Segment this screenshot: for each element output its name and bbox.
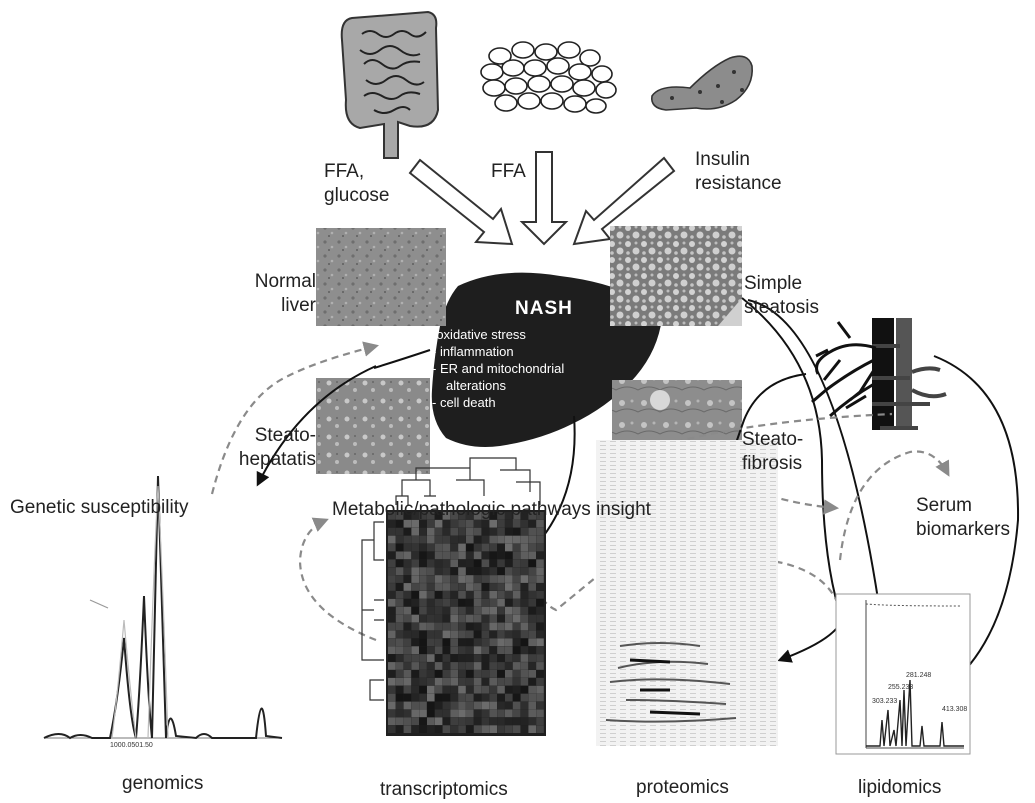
simple-steatosis-image bbox=[610, 226, 742, 326]
input-arrows bbox=[408, 151, 676, 246]
steatohepatitis-label: Steato- hepatatis bbox=[238, 425, 316, 470]
lipid-peak-label: 303.233 bbox=[872, 698, 898, 705]
nash-item: alterations bbox=[446, 378, 506, 393]
lipid-peak-label: 255.233 bbox=[888, 684, 914, 691]
arrow-liver-to-steatohepatitis bbox=[373, 349, 431, 369]
dashed-transcriptomics-to-pathways bbox=[298, 517, 377, 642]
dashed-proteomics-to-serum bbox=[675, 412, 893, 444]
proteomics-label: proteomics bbox=[636, 777, 729, 798]
nash-item: - ER and mitochondrial bbox=[432, 361, 565, 376]
genomics-label: genomics bbox=[122, 773, 204, 794]
insulin-resistance-label: Insulin resistance bbox=[695, 149, 782, 194]
simple-steatosis-label: Simple steatosis bbox=[744, 273, 819, 318]
genetic-susceptibility-label: Genetic susceptibility bbox=[10, 497, 189, 518]
lipidomics-label: lipidomics bbox=[858, 777, 942, 798]
pathways-insight-label: Metabolic/pathologic pathways insight bbox=[332, 499, 651, 520]
nash-item: - cell death bbox=[432, 395, 496, 410]
transcriptomics-heatmap bbox=[361, 457, 546, 736]
adipocytes-icon bbox=[480, 41, 617, 114]
serum-biomarkers-label: Serum biomarkers bbox=[916, 495, 1010, 540]
nash-item: - inflammation bbox=[432, 344, 514, 359]
arrow-to-lipidomics bbox=[747, 299, 890, 643]
arrow-steatosis-to-proteomics bbox=[741, 297, 844, 663]
intestine-icon bbox=[340, 10, 440, 159]
vasculature-icon bbox=[811, 318, 947, 430]
steatohepatitis-image bbox=[316, 378, 430, 474]
liver-shape bbox=[431, 272, 662, 447]
nash-title: NASH bbox=[515, 298, 573, 319]
insulin-arrow bbox=[572, 156, 676, 246]
lipid-peak-label: 413.308 bbox=[942, 706, 968, 713]
nash-features-list: -oxidative stress - inflammation - ER an… bbox=[432, 326, 564, 411]
lipid-peak-label: 281.248 bbox=[906, 672, 932, 679]
normal-liver-image bbox=[316, 228, 446, 326]
arrow-vasc-to-lipidomics bbox=[933, 355, 1020, 690]
transcriptomics-label: transcriptomics bbox=[380, 779, 508, 800]
lipidomics-spectrum bbox=[835, 593, 971, 755]
steatofibrosis-label: Steato- fibrosis bbox=[742, 429, 804, 474]
ffa-glucose-label: FFA, glucose bbox=[324, 161, 390, 206]
normal-liver-label: Normal liver bbox=[254, 271, 316, 316]
ffa-label: FFA bbox=[491, 161, 526, 182]
dashed-to-serum bbox=[838, 450, 950, 561]
pancreas-icon bbox=[650, 55, 753, 111]
ffa-glucose-arrow bbox=[408, 158, 514, 246]
nash-item: -oxidative stress bbox=[432, 327, 526, 342]
genomics-chart bbox=[43, 475, 283, 740]
arrow-to-genomics bbox=[256, 365, 377, 487]
proteomics-gel bbox=[596, 440, 778, 746]
ffa-arrow bbox=[519, 151, 569, 246]
genomics-axis-text: 1000.0501.50 bbox=[110, 742, 153, 749]
